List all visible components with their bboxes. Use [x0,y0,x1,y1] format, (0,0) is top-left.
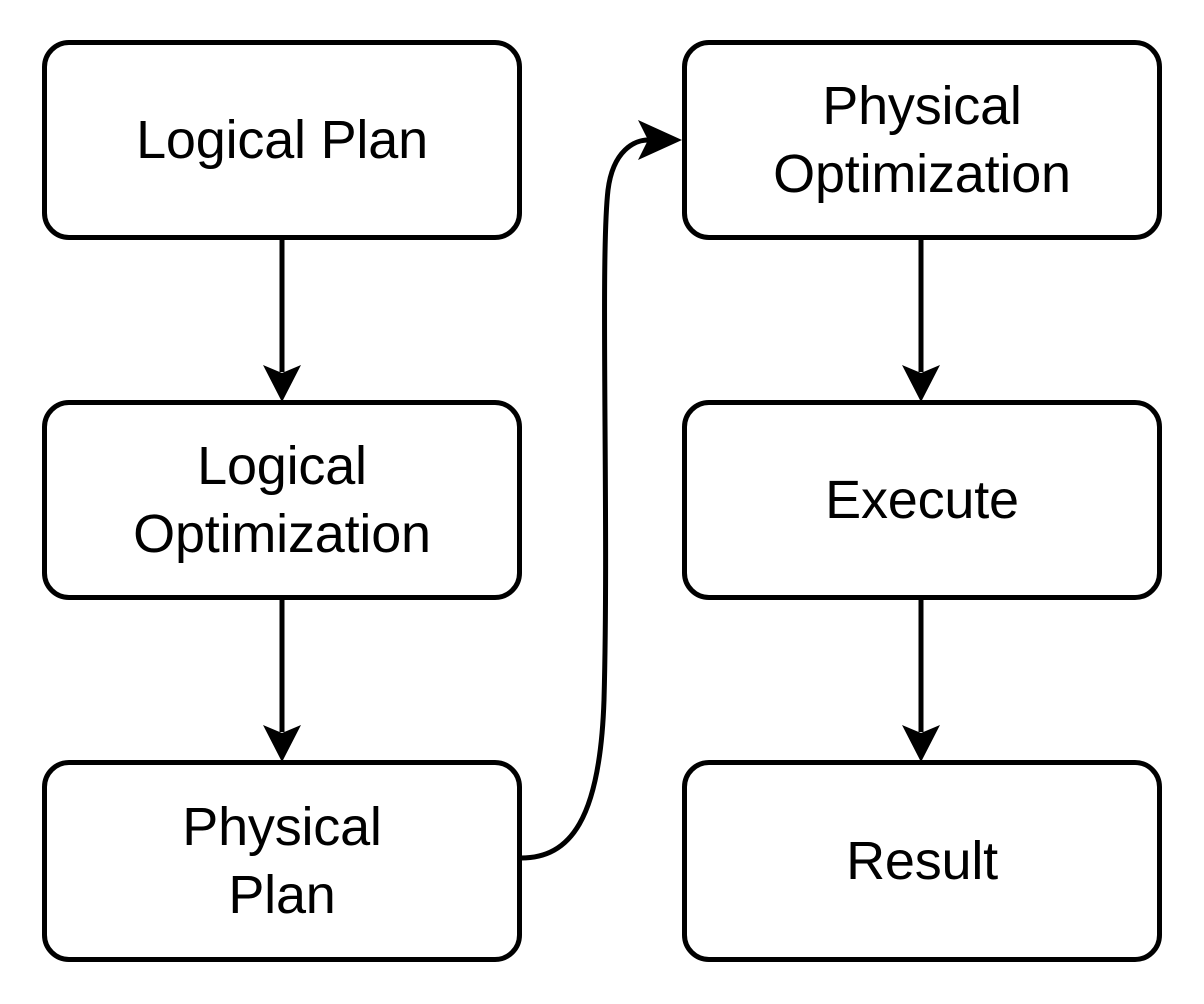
edge-execute-to-result [902,600,940,762]
node-result-label: Result [846,831,998,891]
edge-logical-plan-to-logical-optimization [263,240,301,402]
node-execute-label: Execute [825,470,1019,530]
node-result[interactable]: Result [682,760,1162,962]
node-logical-plan[interactable]: Logical Plan [42,40,522,240]
node-physical-plan[interactable]: Physical Plan [42,760,522,962]
node-physical-optimization[interactable]: Physical Optimization [682,40,1162,240]
node-logical-optimization[interactable]: Logical Optimization [42,400,522,600]
arrowhead-down-icon [263,365,301,402]
node-logical-plan-label: Logical Plan [136,110,428,170]
node-physical-plan-label: Physical Plan [182,797,382,925]
edge-logical-optimization-to-physical-plan [263,600,301,762]
arrowhead-down-icon [902,725,940,762]
arrowhead-right-icon [638,120,682,160]
arrowhead-down-icon [902,365,940,402]
node-physical-optimization-label: Physical Optimization [773,76,1071,204]
node-execute[interactable]: Execute [682,400,1162,600]
arrowhead-down-icon [263,725,301,762]
node-logical-optimization-label: Logical Optimization [133,436,431,564]
edge-curve [518,137,651,861]
edge-physical-plan-to-physical-optimization [518,120,682,861]
edge-physical-optimization-to-execute [902,240,940,402]
